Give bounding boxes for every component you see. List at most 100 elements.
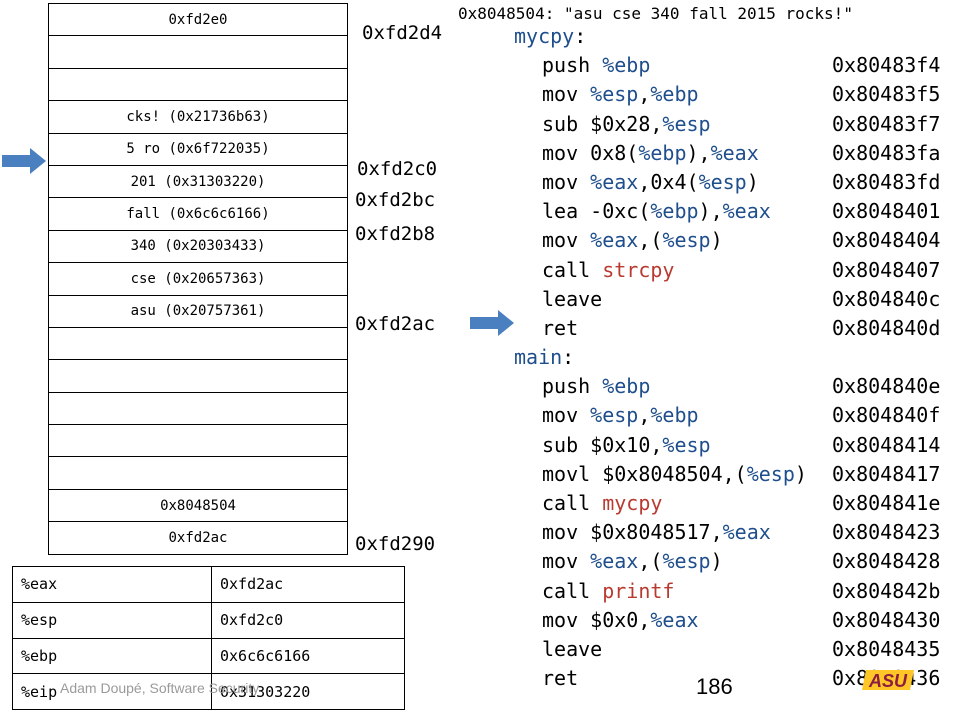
stack-cell [48,424,348,458]
register-name: %eip [12,673,212,711]
instruction: leave [542,286,603,311]
instruction-address: 0x8048435 [832,636,941,661]
register-name: %ebp [12,637,212,675]
arrow-right-icon [2,148,46,174]
stack-cell [48,391,348,426]
stack-address-label: 0xfd2c0 [357,158,438,180]
code-line: lea -0xc(%ebp),%eax 0x8048401 [514,197,954,226]
register-value: 0x31303220 [211,673,405,711]
instruction-address: 0x804840f [832,403,941,428]
instruction-address: 0x804840d [832,315,941,340]
arrow-right-icon [470,310,514,336]
stack-cell: cse (0x20657363) [48,262,348,296]
code-line: leave 0x8048435 [514,635,954,664]
code-line: push %ebp 0x80483f4 [514,51,954,80]
instruction-address: 0x804841e [832,491,941,515]
instruction-address: 0x8048407 [832,257,941,282]
register-row: %eax 0xfd2ac [12,566,405,603]
instruction-address: 0x804840e [832,374,941,399]
stack-cell: cks! (0x21736b63) [48,100,348,134]
stack-cell [48,326,348,361]
instruction-address: 0x804840c [832,286,941,311]
stack-cell: 0xfd2ac [48,521,348,555]
string-definition: 0x8048504: "asu cse 340 fall 2015 rocks!… [458,4,853,23]
instruction: push %ebp [542,374,651,399]
svg-text:ASU: ASU [868,671,908,691]
register-row: %eip 0x31303220 [12,673,405,711]
instruction: mov $0x8048517,%eax [542,520,771,545]
stack-row: cks! (0x21736b63) [48,100,348,134]
stack-row [48,326,348,361]
instruction-address: 0x80483fd [832,169,941,194]
instruction: mov 0x8(%ebp),%eax [542,140,759,165]
footer-credit: Adam Doupé, Software Security [60,680,260,696]
stack-row [48,391,348,426]
stack-cell [48,359,348,393]
instruction: push %ebp [542,53,651,78]
instruction: call printf [542,578,675,603]
instruction-address: 0x80483f7 [832,111,941,136]
stack-address-label: 0xfd2b8 [355,223,436,245]
code-line: mov $0x8048517,%eax 0x8048423 [514,518,954,547]
instruction-address: 0x8048428 [832,549,941,574]
register-value: 0xfd2ac [211,566,405,603]
stack-row [48,424,348,458]
stack-cell: 0xfd2e0 [48,2,348,37]
stack-cell: 201 (0x31303220) [48,164,348,199]
instruction-address: 0x8048401 [832,199,941,224]
instruction: movl $0x8048504,(%esp) [542,461,807,486]
asu-logo: ASU [862,670,914,691]
code-line: mov %esp,%ebp 0x804840f [514,401,954,430]
code-line: mov $0x0,%eax 0x8048430 [514,606,954,635]
stack-row: 340 (0x20303433) [48,229,348,264]
stack-cell: 0x8048504 [48,488,348,523]
instruction: ret [542,666,579,691]
stack-address-label: 0xfd2ac [355,313,436,335]
code-line: call printf 0x804842b [514,577,954,606]
instruction-address: 0x804842b [832,578,941,603]
stack-cell: fall (0x6c6c6166) [48,197,348,231]
stack-cell: 340 (0x20303433) [48,229,348,264]
instruction-address: 0x8048404 [832,228,941,253]
stack-cell [48,456,348,490]
code-line: mov %eax,(%esp) 0x8048428 [514,547,954,576]
instruction-address: 0x8048423 [832,520,941,545]
stack-cell [48,67,348,102]
instruction-address: 0x8048430 [832,607,941,632]
instruction: mov %esp,%ebp [542,82,699,107]
stack-cell: 5 ro (0x6f722035) [48,132,348,166]
stack-row: 0x8048504 [48,488,348,523]
stack-row: 201 (0x31303220) [48,164,348,199]
stack-row: fall (0x6c6c6166) [48,197,348,231]
instruction: mov %eax,(%esp) [542,228,723,253]
instruction: mov %eax,0x4(%esp) [542,169,759,194]
instruction: sub $0x10,%esp [542,432,711,457]
stack-cell [48,35,348,69]
instruction: call mycpy [542,491,663,515]
instruction: mov %eax,(%esp) [542,549,723,574]
code-line: sub $0x10,%esp 0x8048414 [514,431,954,460]
slide-number: 186 [696,674,733,699]
code-label-line: mycpy: [514,22,954,51]
stack-cell: asu (0x20757361) [48,294,348,328]
stack-address-label: 0xfd290 [355,533,436,555]
register-value: 0xfd2c0 [211,601,405,639]
stack-address-label: 0xfd2d4 [362,22,443,44]
register-name: %esp [12,601,212,639]
code-line: call mycpy 0x804841e [514,489,954,518]
instruction: leave [542,636,603,661]
instruction: mov $0x0,%eax [542,607,699,632]
code-line: push %ebp 0x804840e [514,372,954,401]
instruction-address: 0x8048414 [832,432,941,457]
stack-address-label: 0xfd2bc [355,189,436,211]
instruction: mov %esp,%ebp [542,403,699,428]
instruction: lea -0xc(%ebp),%eax [542,199,771,224]
instruction-address: 0x80483f4 [832,53,941,78]
code-line: mov %eax,0x4(%esp) 0x80483fd [514,168,954,197]
instruction-address: 0x80483fa [832,140,941,165]
code-line: mov 0x8(%ebp),%eax 0x80483fa [514,139,954,168]
